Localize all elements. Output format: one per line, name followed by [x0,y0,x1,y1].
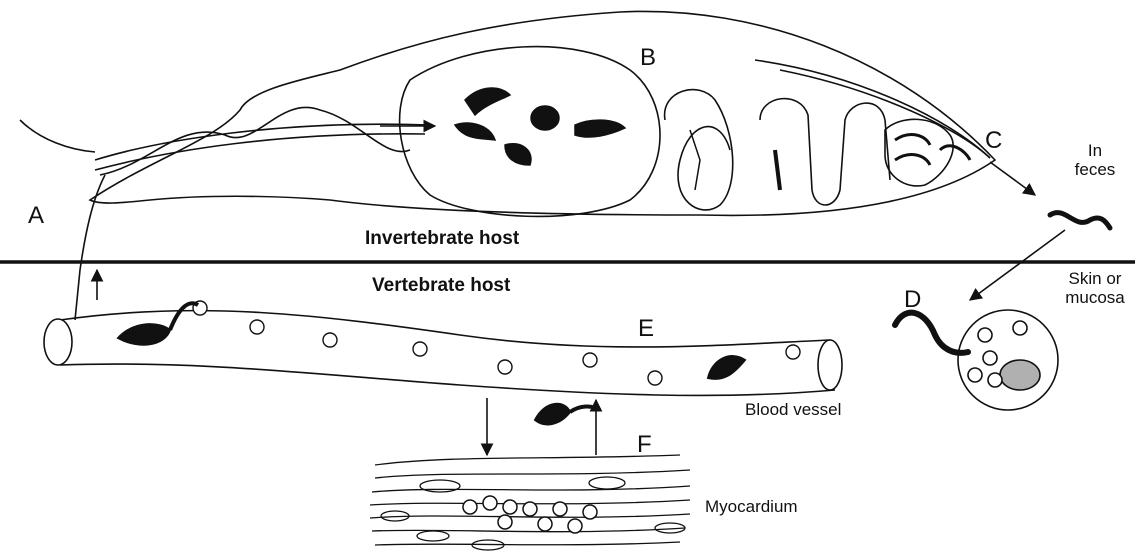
myocardium-label: Myocardium [705,498,798,517]
blood-vessel [44,311,842,396]
label-a: A [28,203,44,229]
label-b: B [640,45,656,71]
arrow-to-feces [990,162,1035,195]
label-d: D [904,287,921,313]
skin-line2: mucosa [1058,289,1132,308]
trypomastigote-in-feces [1050,213,1110,228]
in-feces-line2: feces [1065,161,1125,180]
vertebrate-host-label: Vertebrate host [372,276,510,297]
proboscis-tube [75,175,105,320]
blood-vessel-label: Blood vessel [745,401,841,420]
amastigotes-in-myocardium [463,496,597,533]
label-f: F [637,432,652,458]
trypomastigote-entering-cell [895,313,968,353]
arrow-to-skin-cell [970,230,1065,300]
label-c: C [985,128,1002,154]
label-e: E [638,316,654,342]
skin-cell [958,310,1058,410]
in-feces-line1: In [1065,142,1125,161]
in-feces-label: In feces [1065,142,1125,179]
invertebrate-host-label: Invertebrate host [365,229,519,250]
insect-body [20,11,995,216]
skin-line1: Skin or [1058,270,1132,289]
skin-or-mucosa-label: Skin or mucosa [1058,270,1132,307]
